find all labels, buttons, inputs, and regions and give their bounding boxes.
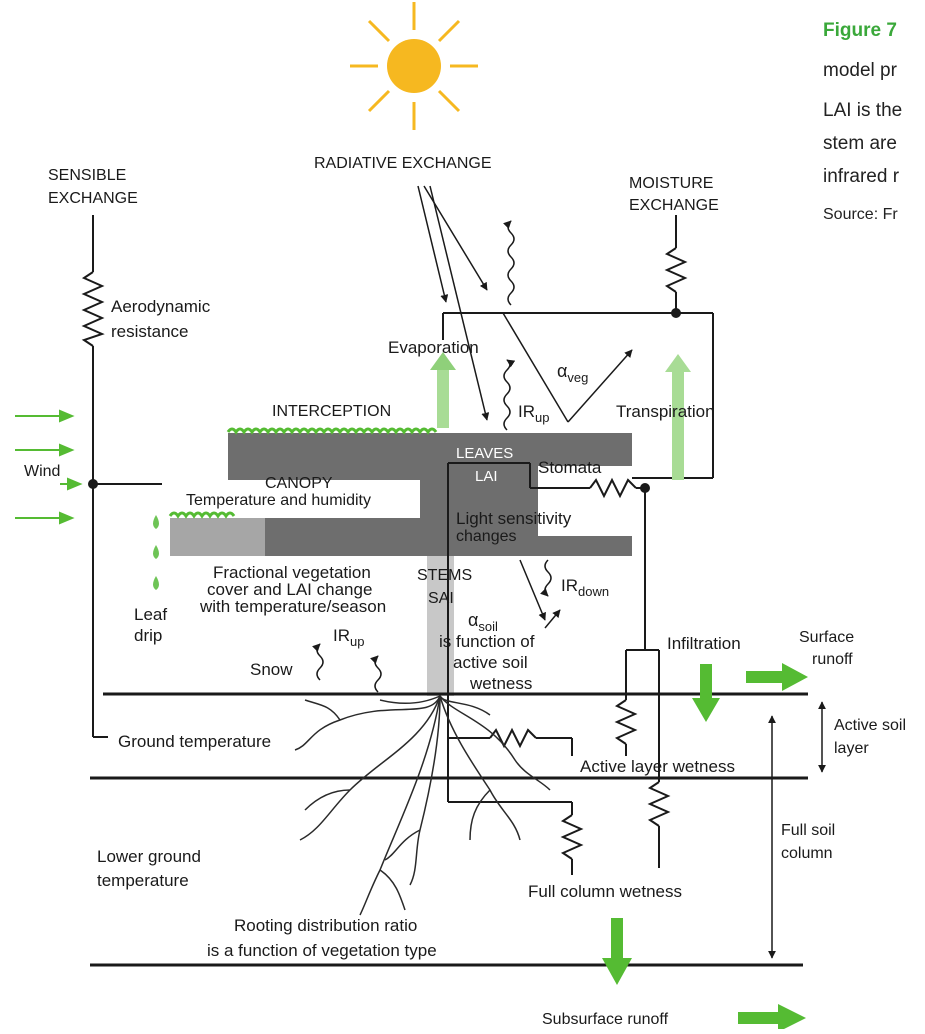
full-soil-label-1: Full soil [781, 822, 835, 839]
surface-runoff-arrow [746, 663, 808, 691]
interception-label: INTERCEPTION [272, 403, 391, 420]
evaporation-up-arrow [430, 352, 456, 428]
radiative-arrow-1 [417, 185, 449, 303]
frac-label-3: with temperature/season [199, 597, 386, 616]
canopy-grass [168, 511, 236, 519]
moisture-circuit [442, 215, 714, 875]
canopy-label: CANOPY [265, 475, 333, 492]
ir-up-top-label: IRup [518, 402, 549, 425]
surface-runoff-label-1: Surface [799, 629, 854, 646]
leaf-drip-label-1: Leaf [134, 605, 167, 624]
light-sensitivity-label-1: Light sensitivity [456, 509, 572, 528]
full-column-wetness-label: Full column wetness [528, 882, 682, 901]
surface-runoff-label-2: runoff [812, 651, 853, 668]
lower-ground-label-2: temperature [97, 871, 189, 890]
sun-icon [350, 2, 478, 130]
sensible-label-2: EXCHANGE [48, 190, 138, 207]
radiative-arrow-3 [429, 185, 490, 421]
lower-ground-label-1: Lower ground [97, 847, 201, 866]
caption-line-1: model pr [823, 60, 897, 81]
subsurface-runoff-arrow [738, 1004, 806, 1032]
radiative-label: RADIATIVE EXCHANGE [314, 155, 492, 172]
full-soil-label-2: column [781, 845, 833, 862]
evaporation-label: Evaporation [388, 338, 479, 357]
moisture-label-1: MOISTURE [629, 175, 713, 192]
ir-up-squiggle [503, 359, 516, 431]
alpha-soil-label: αsoil [468, 610, 498, 634]
moisture-label-2: EXCHANGE [629, 197, 719, 214]
stomata-label: Stomata [538, 458, 602, 477]
light-sensitivity-label-2: changes [456, 528, 517, 545]
ir-squiggle-top [503, 220, 515, 306]
temp-humidity-label: Temperature and humidity [186, 492, 371, 509]
stomata-junction-dot [640, 483, 650, 493]
frac-label-2: cover and LAI change [207, 580, 372, 599]
rooting-label-1: Rooting distribution ratio [234, 916, 417, 935]
figure-label: Figure 7 [823, 20, 897, 41]
caption-line-4: infrared r [823, 166, 900, 187]
snow-label: Snow [250, 660, 293, 679]
active-wetness-label: Active layer wetness [580, 757, 735, 776]
ground-temp-label: Ground temperature [118, 732, 271, 751]
wind-junction-dot [88, 479, 98, 489]
caption-line-2: LAI is the [823, 100, 903, 121]
sensible-label-1: SENSIBLE [48, 167, 126, 184]
leaf-drip-label-2: drip [134, 626, 162, 645]
rooting-label-2: is a function of vegetation type [207, 941, 437, 960]
canopy-light-band [170, 518, 270, 556]
sensible-circuit [81, 215, 162, 738]
albedo-veg-ray [567, 349, 633, 423]
wind-label: Wind [24, 463, 60, 480]
leaf-drip-drops [153, 515, 159, 590]
alpha-veg-label: αveg [557, 361, 588, 385]
transpiration-label: Transpiration [616, 402, 715, 421]
is-function-label-1: is function of [439, 632, 535, 651]
subsurface-down-arrow [602, 918, 632, 985]
albedo-soil-ray [544, 609, 561, 629]
caption-source: Source: Fr [823, 206, 898, 223]
ir-up-low-label: IRup [333, 626, 364, 649]
active-soil-label-1: Active soil [834, 717, 906, 734]
ir-down-label: IRdown [561, 576, 609, 599]
ir-down-diag [519, 559, 546, 621]
albedo-ray-in [502, 312, 569, 423]
transpiration-up-arrow [665, 354, 691, 480]
lai-label: LAI [475, 468, 498, 485]
ir-up-low-squiggle-2 [370, 655, 382, 693]
caption-line-3: stem are [823, 133, 897, 154]
infiltration-arrow [692, 664, 720, 722]
stems-label: STEMS [417, 567, 472, 584]
interception-grass [226, 427, 438, 435]
roots [294, 695, 551, 916]
aero-label-2: resistance [111, 322, 188, 341]
moisture-junction-dot [671, 308, 681, 318]
wind-arrows [15, 409, 83, 525]
aero-label-1: Aerodynamic [111, 297, 211, 316]
subsurface-runoff-label: Subsurface runoff [542, 1011, 669, 1028]
frac-label-1: Fractional vegetation [213, 563, 371, 582]
leaves-label: LEAVES [456, 445, 513, 462]
infiltration-label: Infiltration [667, 634, 741, 653]
is-function-label-2: active soil [453, 653, 528, 672]
sai-label: SAI [428, 590, 454, 607]
ir-up-low-squiggle-1 [312, 643, 324, 681]
active-soil-label-2: layer [834, 740, 869, 757]
ir-down-squiggle [540, 559, 552, 597]
is-function-label-3: wetness [469, 674, 532, 693]
stem-column [427, 556, 454, 696]
